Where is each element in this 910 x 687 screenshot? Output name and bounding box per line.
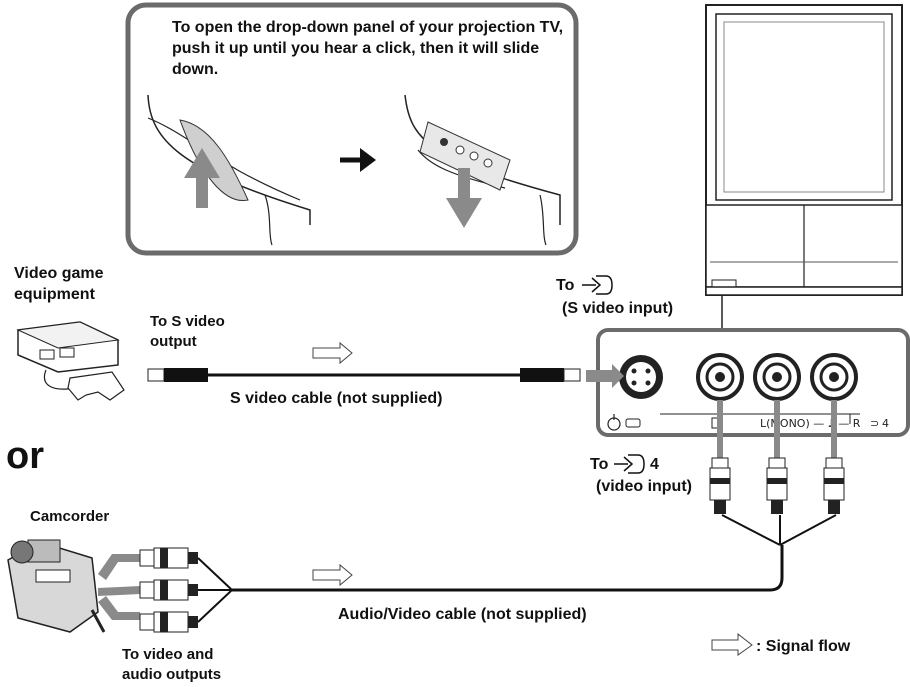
- tv-underside-right: [404, 94, 561, 246]
- video-input-number: 4: [650, 456, 659, 473]
- rca-plug-audio-left: [766, 457, 788, 514]
- video-input-prefix: To: [590, 456, 609, 473]
- audio-left-jack: [753, 353, 801, 401]
- av-plug-2: [139, 579, 198, 601]
- camcorder-label: Camcorder: [30, 508, 110, 525]
- av-plug-3: [139, 611, 198, 633]
- or-label: or: [6, 435, 44, 477]
- game-device-label: Video game equipment: [14, 265, 104, 303]
- signal-flow-arrow-bottom: [312, 563, 353, 587]
- video-input-icon: [614, 454, 645, 474]
- input-symbol-icon: ⊃: [870, 417, 879, 430]
- tv-underside-left: [147, 94, 311, 246]
- audio-right-jack: [810, 353, 858, 401]
- s-video-cable-label: S video cable (not supplied): [230, 390, 443, 407]
- video-jack: [696, 353, 744, 401]
- right-arrow: [340, 148, 376, 172]
- game-output-label: To S video output: [150, 313, 225, 350]
- panel-input-number: 4: [882, 417, 889, 430]
- legend-arrow: [711, 632, 753, 656]
- slide-down-arrow: [446, 168, 482, 228]
- game-console: [16, 321, 125, 401]
- camcorder-output-label: To video and audio outputs: [122, 646, 222, 683]
- camcorder: [7, 539, 106, 633]
- rca-plug-video: [709, 457, 731, 514]
- rca-plug-audio-right: [823, 457, 845, 514]
- legend-text: : Signal flow: [756, 638, 851, 655]
- inset-panel: [125, 2, 579, 256]
- av-cable: [98, 400, 845, 633]
- s-video-jack: [619, 355, 663, 399]
- av-plug-1: [139, 547, 198, 569]
- s-video-input-icon: [582, 275, 613, 295]
- push-up-arrow: [184, 148, 220, 208]
- av-cable-label: Audio/Video cable (not supplied): [338, 606, 587, 623]
- signal-flow-arrow-top: [312, 341, 353, 365]
- s-video-cable: [147, 364, 624, 388]
- s-video-input-desc: (S video input): [562, 300, 674, 317]
- projection-tv: [705, 4, 903, 330]
- inset-instruction: To open the drop-down panel of your proj…: [172, 19, 564, 78]
- video-input-desc: (video input): [596, 478, 692, 495]
- jack-panel: L(MONO) — ♪ — R ⊃ 4: [596, 328, 910, 437]
- s-video-input-prefix: To: [556, 277, 575, 294]
